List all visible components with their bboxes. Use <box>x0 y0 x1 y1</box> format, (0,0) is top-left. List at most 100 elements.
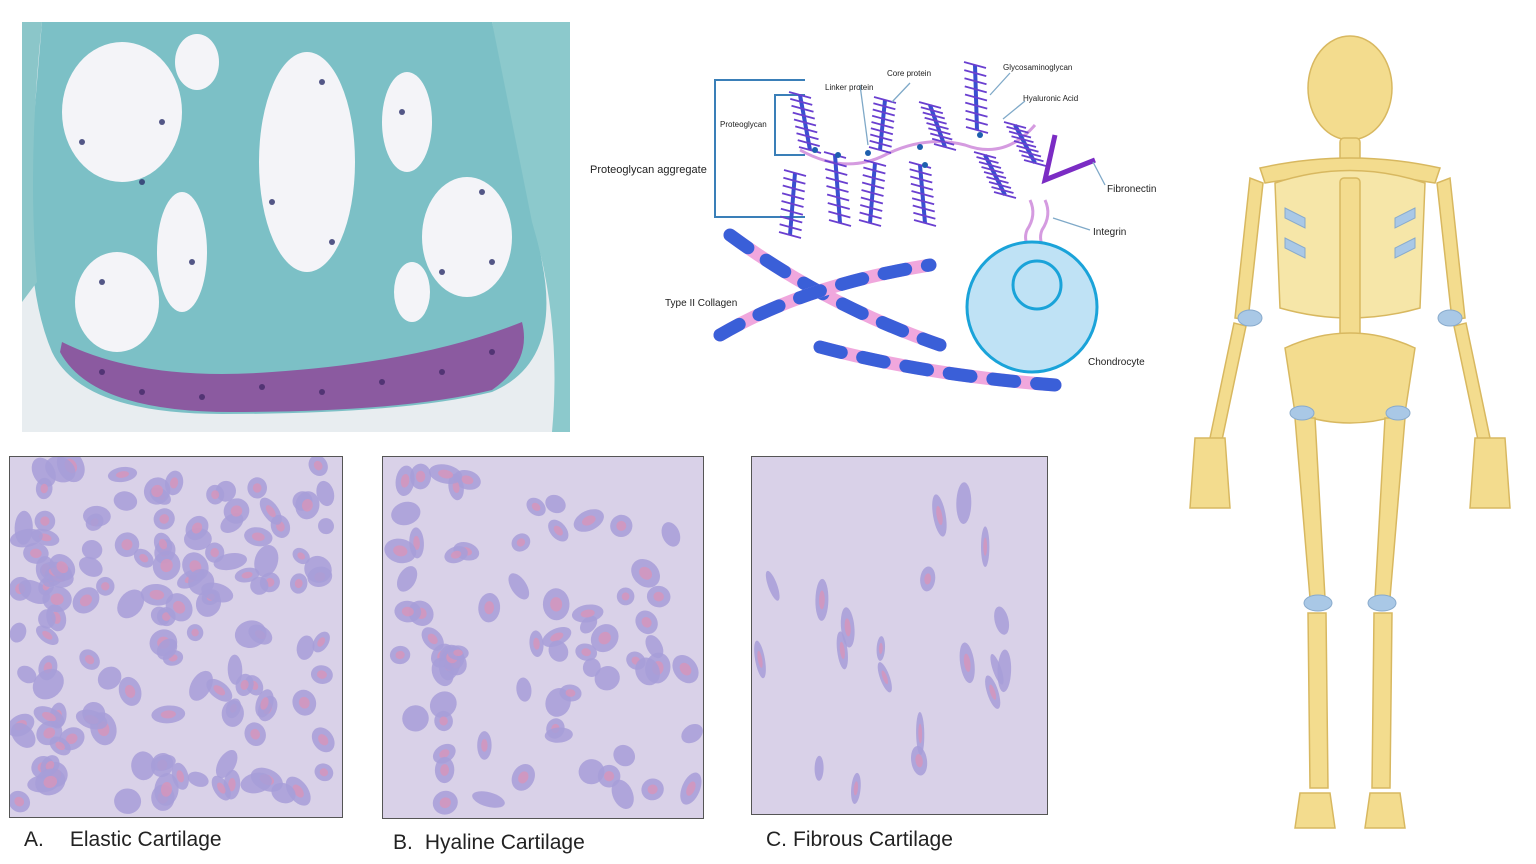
glycosaminoglycan-chain <box>782 184 805 193</box>
costal-cartilage <box>1284 207 1416 259</box>
cell-nucleus <box>316 670 327 679</box>
cell-nucleus <box>915 754 923 768</box>
cell-nucleus <box>924 573 932 585</box>
cell-nucleus <box>40 516 50 526</box>
chondrocyte-lacuna <box>384 538 417 564</box>
chondrocyte-lacuna <box>635 657 660 686</box>
glycosaminoglycan-chain <box>824 159 847 168</box>
chondrocyte-lacuna <box>575 643 598 661</box>
chondrocyte-lacuna <box>573 509 604 532</box>
cell-nucleus <box>395 650 405 660</box>
lacuna-shape <box>681 723 703 744</box>
proteoglycan <box>1003 121 1047 167</box>
cell-nucleus <box>453 649 463 657</box>
linker-protein <box>835 152 841 158</box>
lacuna-shape <box>635 657 660 686</box>
chondrocyte-lacuna <box>511 533 531 552</box>
glycosaminoglycan-chain <box>780 215 803 224</box>
chondrocyte-lacuna <box>590 624 619 653</box>
glycosaminoglycan-chain <box>780 207 804 216</box>
cell-nucleus <box>393 545 408 557</box>
chondrocyte-lacuna <box>240 772 272 794</box>
cell-nucleus <box>401 606 414 617</box>
lacuna-shape <box>151 754 176 771</box>
chondrocyte-lacuna <box>994 606 1010 635</box>
glycosaminoglycan-chain <box>871 114 895 123</box>
label-chondrocyte: Chondrocyte <box>1088 357 1145 368</box>
lacuna-shape <box>765 570 780 601</box>
chondrocyte-lacuna <box>81 540 103 560</box>
cell-nucleus <box>565 689 576 697</box>
glycosaminoglycan-chain <box>872 108 895 117</box>
lacuna-shape <box>318 518 334 535</box>
chondrocyte-lacuna <box>35 477 53 500</box>
chondrocyte-lacuna <box>223 498 250 524</box>
chondrocyte-lacuna <box>548 640 569 662</box>
cell-nucleus <box>918 723 923 744</box>
chondrocyte-lacuna <box>311 727 335 753</box>
cell-nucleus <box>79 594 93 607</box>
glycosaminoglycan-chain <box>912 204 935 213</box>
glycosaminoglycan-chain <box>873 102 896 111</box>
chondrocyte-lacuna <box>434 710 453 732</box>
chondrocyte-lacuna <box>83 505 111 527</box>
lacuna-shape <box>221 700 244 727</box>
chondrocyte-lacuna <box>610 514 633 537</box>
hyaline-cartilage-panel <box>382 456 704 819</box>
right-humerus <box>1436 176 1466 321</box>
chondrocyte-lacuna <box>765 570 780 601</box>
glycosaminoglycan-chain <box>828 210 851 219</box>
lacuna-shape <box>994 606 1010 635</box>
label-glycosaminoglycan: Glycosaminoglycan <box>1003 63 1072 72</box>
collagen-band <box>713 258 937 342</box>
left-knee-cartilage <box>1303 594 1333 612</box>
lacuna-shape <box>11 722 36 748</box>
cell-nucleus <box>604 771 615 782</box>
glycosaminoglycan-chain <box>861 189 884 197</box>
glycosaminoglycan-chain <box>911 190 934 198</box>
chondrocyte-lacuna <box>312 631 330 653</box>
chondrocyte-lacuna <box>516 677 532 702</box>
cell-nucleus <box>45 760 55 771</box>
glycosaminoglycan-chain <box>983 171 1007 179</box>
lacuna-shape <box>131 751 156 781</box>
cell-nucleus <box>318 734 329 746</box>
right-hand <box>1469 437 1511 509</box>
glycosaminoglycan-chain <box>965 126 989 134</box>
cell-nucleus <box>241 571 253 579</box>
glycosaminoglycan-chain <box>781 192 805 201</box>
chondrocyte-lacuna <box>508 573 530 600</box>
cell-nucleus <box>213 685 226 696</box>
chondrocyte-lacuna <box>391 501 421 526</box>
glycosaminoglycan-chain <box>871 121 894 129</box>
cell-nucleus <box>250 728 261 740</box>
cell-nucleus <box>639 566 653 580</box>
cell-nucleus <box>518 771 529 784</box>
chondrocyte-lacuna <box>477 731 492 760</box>
cell-nucleus <box>297 552 306 560</box>
chondrocyte-lacuna <box>526 497 546 517</box>
chondrocyte-lacuna <box>133 548 154 568</box>
chondrocyte-lacuna <box>877 662 892 693</box>
glycosaminoglycan-chain <box>793 118 817 127</box>
chondrocyte-lacuna <box>429 691 457 718</box>
chondrocyte-lacuna <box>545 494 566 514</box>
chondrocyte-lacuna <box>79 649 100 670</box>
lacuna-shape <box>582 658 601 677</box>
linker-protein <box>922 162 928 168</box>
hyaline-cartilage-caption: B.Hyaline Cartilage <box>393 831 585 855</box>
cell-nucleus <box>415 470 426 483</box>
cell-nucleus <box>40 483 48 494</box>
glycosaminoglycan-chain <box>779 223 802 232</box>
cell-nucleus <box>160 782 173 797</box>
cell-nucleus <box>550 632 564 642</box>
lacuna-shape <box>234 620 267 649</box>
chondrocyte-lacuna <box>840 607 855 648</box>
cell-nucleus <box>439 797 451 809</box>
chondrocyte-lacuna <box>304 555 332 583</box>
lacuna-shape <box>296 635 315 660</box>
chondrocyte-lacuna <box>185 515 209 541</box>
collagen-fibril <box>723 228 947 352</box>
cell-nucleus <box>55 741 65 751</box>
cell-nucleus <box>963 653 971 672</box>
